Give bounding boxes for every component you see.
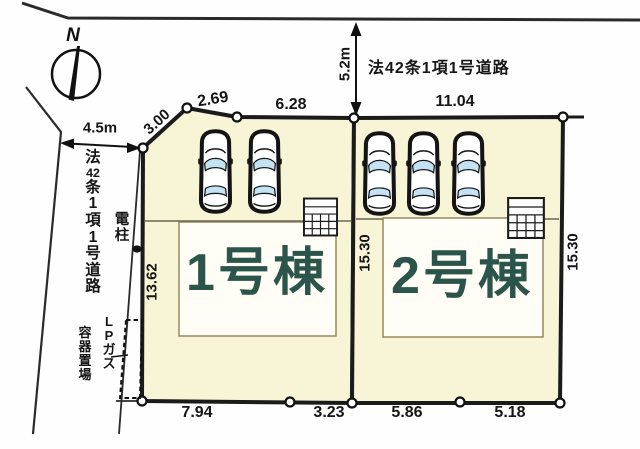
- utility-pole-icon: [132, 245, 142, 253]
- lot1-left-dim: 13.62: [143, 263, 161, 301]
- lot2-right-dim: 15.30: [564, 233, 582, 271]
- compass-north-label: N: [66, 25, 80, 46]
- lp-gas-label-line2: 容器置場: [78, 325, 92, 382]
- car-icon: [198, 131, 233, 212]
- building-1-label: 1号棟: [186, 244, 328, 302]
- dimension-arrow-5-2m: [350, 22, 362, 116]
- car-icon: [451, 133, 486, 214]
- road-top-width-dim: 5.2m: [336, 46, 354, 82]
- building-2-label: 2号棟: [391, 247, 533, 305]
- drain-grate-icon: [303, 197, 338, 237]
- road-left-width-dim: 4.5m: [82, 119, 118, 137]
- lot1-top-dim-3: 6.28: [275, 96, 307, 113]
- road-left-edges: [25, 86, 141, 435]
- car-icon: [362, 133, 397, 214]
- lot1-bottom-dim-2: 3.23: [313, 404, 345, 421]
- car-icon: [247, 131, 282, 212]
- lot1-right-dim: 15.30: [356, 234, 374, 272]
- building-1-outline: [178, 221, 337, 337]
- lot2-top-dim: 11.04: [435, 93, 475, 110]
- car-icon: [406, 133, 441, 214]
- drain-grate-icon: [507, 197, 545, 239]
- road-top-edge: [21, 1, 640, 22]
- road-top-label: 法42条1項1号道路: [368, 60, 510, 77]
- lp-gas-area-outline: [110, 319, 144, 399]
- utility-pole-label: 電柱: [114, 212, 130, 244]
- lot2-bottom-dim-2: 5.18: [494, 404, 526, 421]
- north-compass: [50, 46, 102, 101]
- lot2-bottom-dim-1: 5.86: [391, 404, 423, 421]
- dimension-arrow-4-5m: [60, 138, 141, 153]
- lot1-bottom-dim-1: 7.94: [181, 404, 213, 421]
